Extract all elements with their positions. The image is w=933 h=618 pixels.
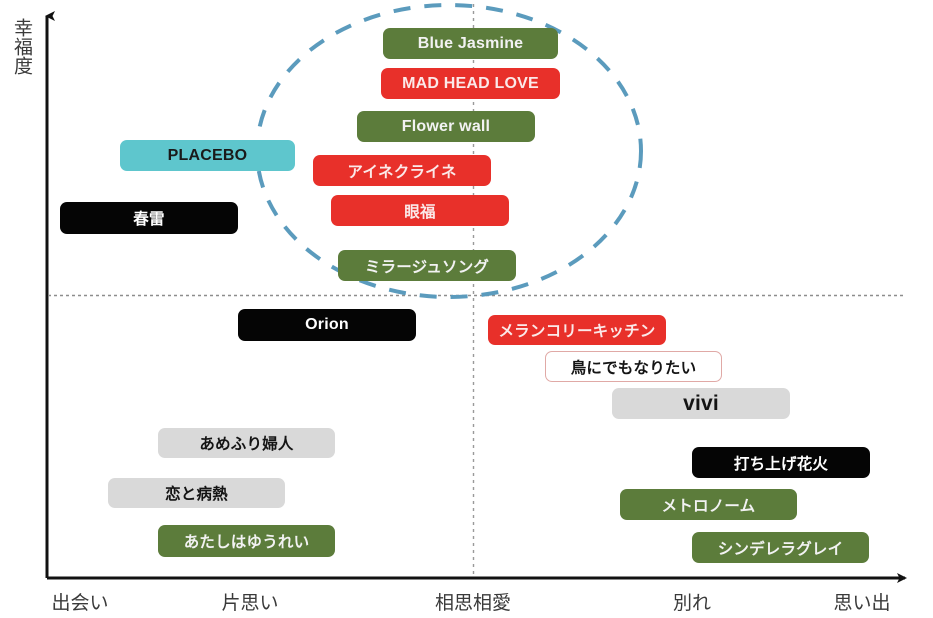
data-bar-label: Flower wall (401, 117, 491, 135)
data-bar-label: vivi (683, 391, 719, 415)
data-bar-2: Flower wall (357, 111, 535, 142)
data-bar-label: MAD HEAD LOVE (402, 74, 539, 92)
data-bar-label: あめふり婦人 (199, 436, 294, 453)
data-bar-8: Orion (238, 309, 416, 341)
x-tick-label-4: 思い出 (833, 593, 891, 614)
data-bar-14: 恋と病熱 (108, 478, 285, 508)
data-bar-6: 眼福 (331, 195, 509, 226)
data-bar-label: 鳥にでもなりたい (570, 359, 697, 377)
data-bar-1: MAD HEAD LOVE (381, 68, 560, 99)
data-bar-label: Blue Jasmine (417, 34, 524, 52)
data-bar-7: ミラージュソング (338, 250, 516, 281)
data-bar-12: あめふり婦人 (158, 428, 335, 458)
data-bar-label: PLACEBO (167, 146, 248, 164)
data-bar-label: アイネクライネ (347, 163, 457, 181)
data-bar-15: メトロノーム (620, 489, 797, 520)
data-bar-5: 春雷 (60, 202, 238, 234)
data-bar-label: あたしはゆうれい (183, 534, 310, 551)
data-bar-9: メランコリーキッチン (488, 315, 666, 345)
data-bar-label: ミラージュソング (364, 258, 490, 276)
data-bar-0: Blue Jasmine (383, 28, 558, 59)
data-bar-3: PLACEBO (120, 140, 295, 171)
x-tick-label-2: 相思相愛 (434, 593, 512, 614)
data-bar-label: メトロノーム (661, 497, 756, 515)
data-bar-label: Orion (305, 316, 349, 333)
x-tick-label-3: 別れ (672, 593, 712, 614)
data-bar-label: シンデレラグレイ (717, 540, 844, 558)
data-bar-label: 春雷 (133, 211, 165, 228)
data-bar-10: 鳥にでもなりたい (545, 351, 722, 382)
x-tick-label-1: 片思い (221, 593, 279, 614)
data-bar-label: 打ち上げ花火 (733, 455, 829, 473)
data-bar-16: あたしはゆうれい (158, 525, 335, 557)
data-bar-17: シンデレラグレイ (692, 532, 869, 563)
data-bar-4: アイネクライネ (313, 155, 491, 186)
data-bar-label: 恋と病熱 (165, 486, 228, 503)
x-tick-label-0: 出会い (51, 593, 109, 614)
data-bar-label: メランコリーキッチン (498, 323, 656, 340)
data-bar-13: 打ち上げ花火 (692, 447, 870, 478)
y-axis-title: 幸福度 (11, 18, 32, 75)
data-bar-label: 眼福 (404, 203, 436, 221)
data-bar-11: vivi (612, 388, 790, 419)
